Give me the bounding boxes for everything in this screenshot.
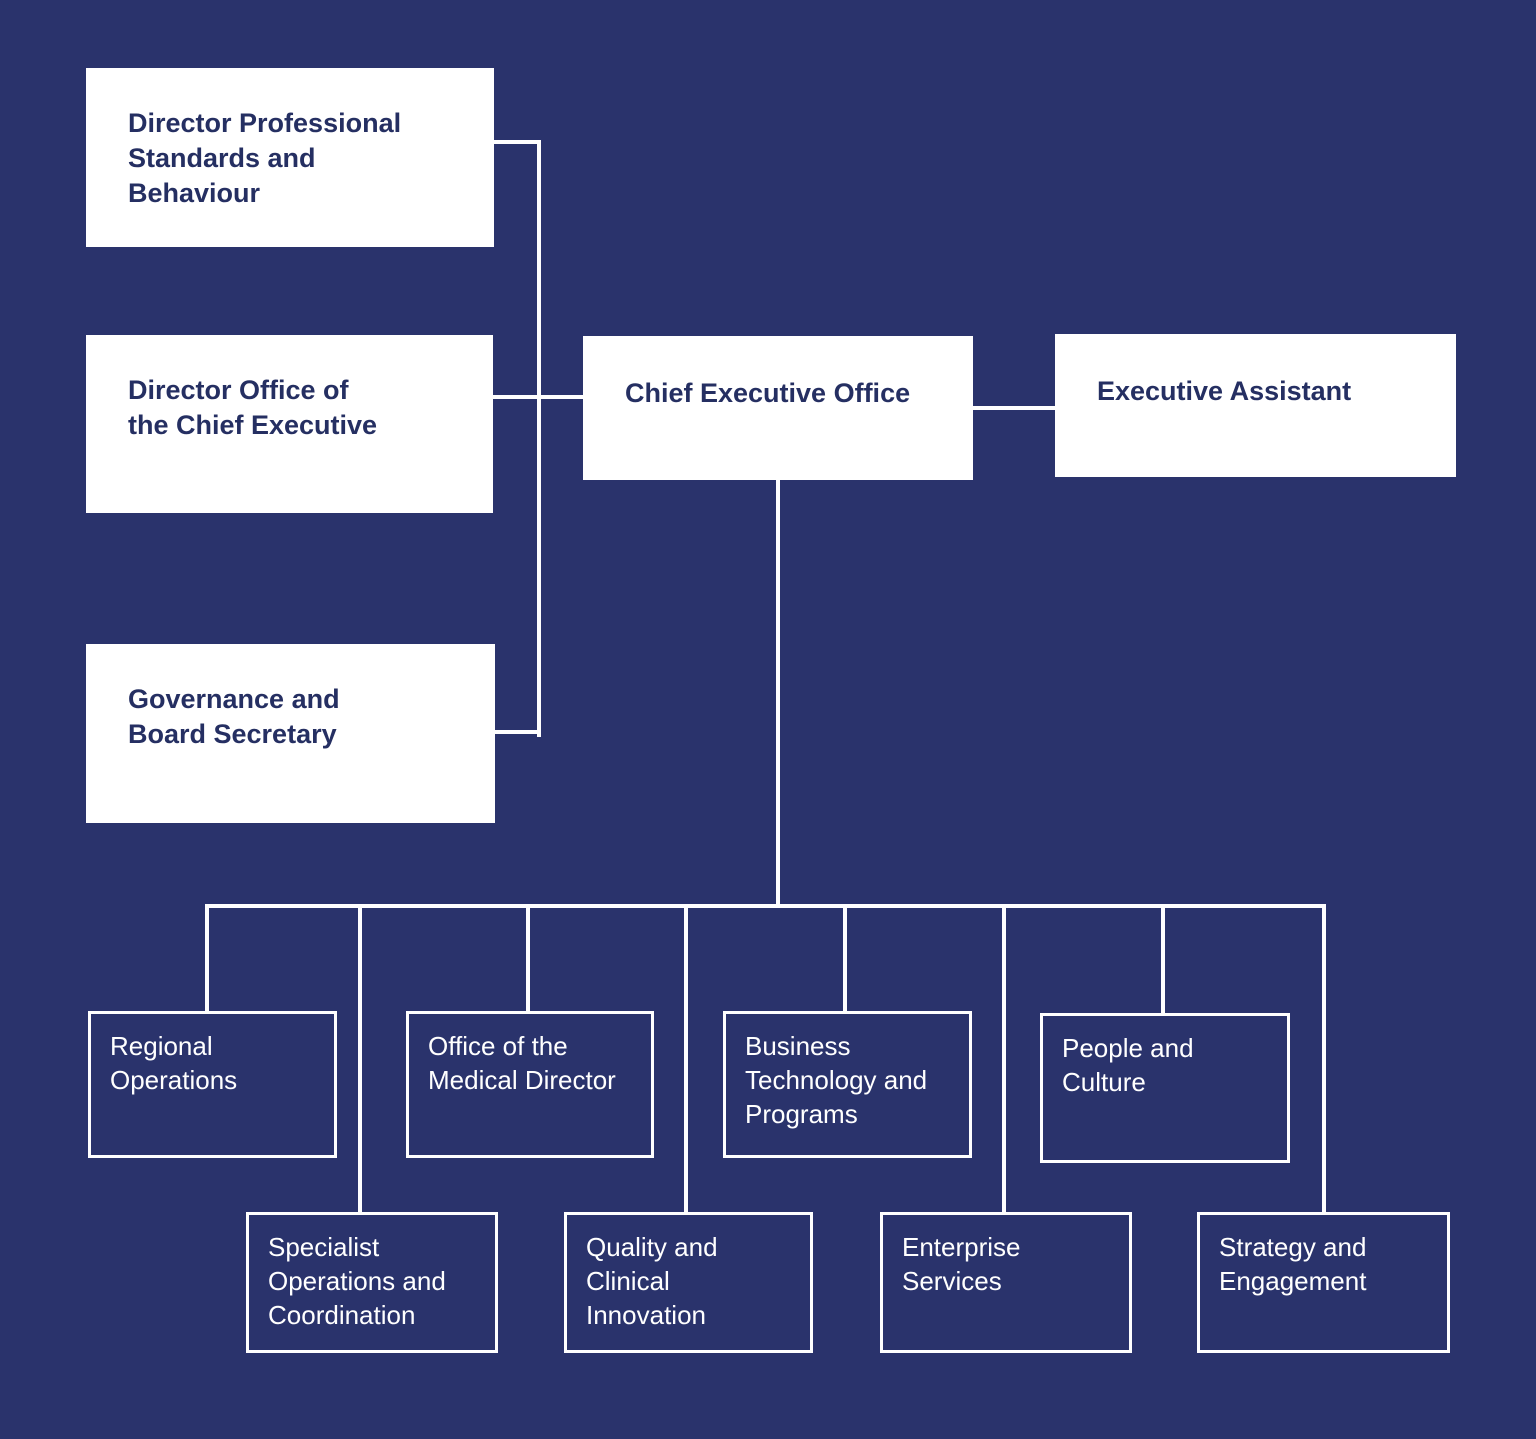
node-strategy-and-engagement: Strategy and Engagement	[1197, 1212, 1450, 1353]
node-label: Enterprise Services	[902, 1232, 1021, 1296]
node-label: Executive Assistant	[1097, 376, 1352, 406]
node-regional-operations: Regional Operations	[88, 1011, 337, 1158]
node-specialist-operations-and-coordination: Specialist Operations and Coordination	[246, 1212, 498, 1353]
connector-drop-business-technology	[843, 904, 847, 1013]
connector-director-office-to-ceo	[493, 395, 583, 399]
node-office-of-the-medical-director: Office of the Medical Director	[406, 1011, 654, 1158]
node-label: Specialist Operations and Coordination	[268, 1232, 446, 1330]
connector-horizontal-bus	[205, 904, 1326, 908]
node-governance-and-board-secretary: Governance and Board Secretary	[86, 644, 495, 823]
connector-director-professional	[494, 140, 537, 144]
connector-drop-specialist-operations	[358, 904, 362, 1214]
node-director-professional-standards-and-behaviour: Director Professional Standards and Beha…	[86, 68, 494, 247]
node-executive-assistant: Executive Assistant	[1055, 334, 1456, 477]
node-label: Quality and Clinical Innovation	[586, 1232, 718, 1330]
node-label: Office of the Medical Director	[428, 1031, 616, 1095]
node-label: Strategy and Engagement	[1219, 1232, 1367, 1296]
node-enterprise-services: Enterprise Services	[880, 1212, 1132, 1353]
connector-ceo-to-executive-assistant	[973, 406, 1055, 410]
node-label: People and Culture	[1062, 1033, 1194, 1097]
node-label: Business Technology and Programs	[745, 1031, 928, 1129]
node-people-and-culture: People and Culture	[1040, 1013, 1290, 1163]
connector-drop-medical-director	[526, 904, 530, 1013]
node-director-office-of-the-chief-executive: Director Office of the Chief Executive	[86, 335, 493, 513]
connector-governance	[495, 730, 537, 734]
connector-drop-regional-operations	[205, 904, 209, 1013]
node-chief-executive-office: Chief Executive Office	[583, 336, 973, 480]
node-label: Regional Operations	[110, 1031, 238, 1095]
node-quality-and-clinical-innovation: Quality and Clinical Innovation	[564, 1212, 813, 1353]
connector-drop-quality-clinical	[684, 904, 688, 1214]
connector-left-vertical	[537, 140, 541, 737]
connector-drop-people-culture	[1161, 904, 1165, 1015]
connector-drop-enterprise-services	[1002, 904, 1006, 1214]
connector-ceo-drop	[776, 480, 780, 906]
node-label: Director Office of the Chief Executive	[128, 375, 378, 440]
node-label: Director Professional Standards and Beha…	[128, 108, 402, 208]
node-label: Governance and Board Secretary	[128, 684, 340, 749]
node-label: Chief Executive Office	[625, 378, 911, 408]
connector-drop-strategy-engagement	[1322, 904, 1326, 1214]
node-business-technology-and-programs: Business Technology and Programs	[723, 1011, 972, 1158]
